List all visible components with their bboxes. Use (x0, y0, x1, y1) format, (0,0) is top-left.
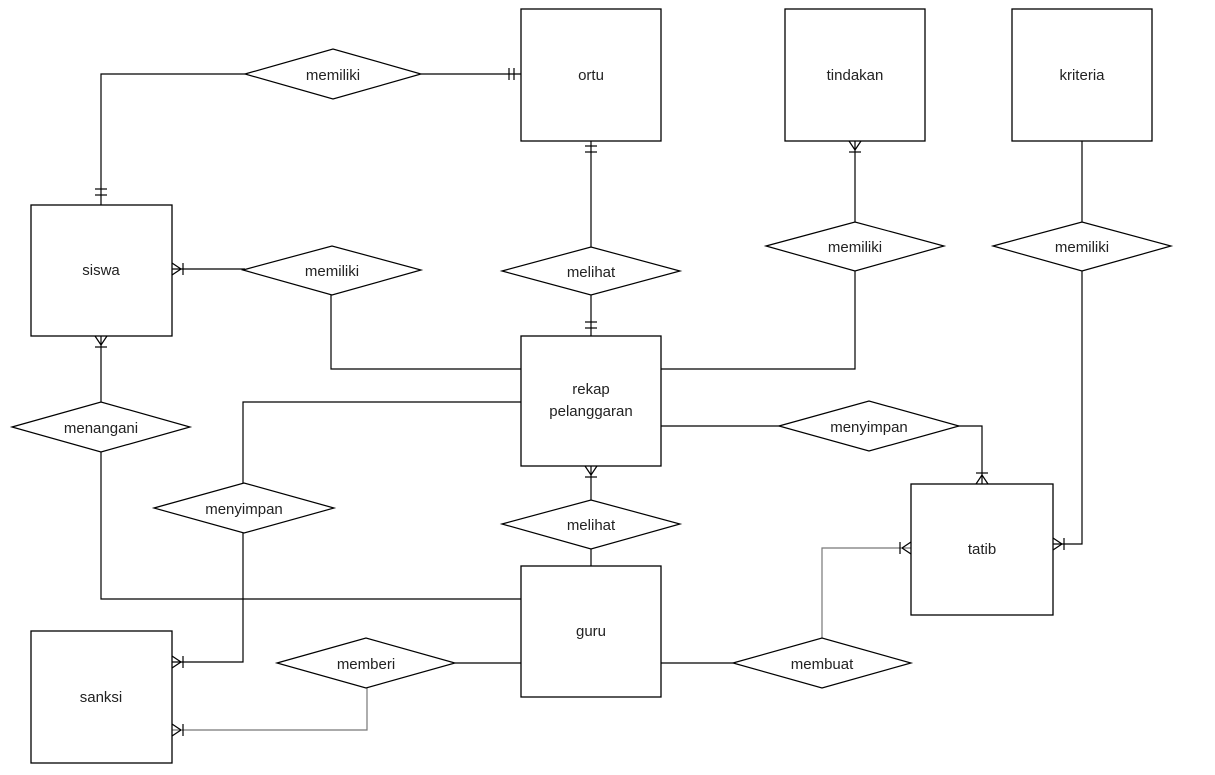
relationship-kriteria-tatib[interactable]: memiliki (990, 221, 1174, 272)
relationship-ortu-rekap-label: melihat (567, 264, 616, 281)
relationship-siswa-ortu-label: memiliki (306, 67, 360, 84)
line-siswa-memiliki-top (100, 73, 245, 205)
many-marker-sanksi-top (171, 655, 184, 669)
many-marker-tindakan (848, 140, 862, 153)
relationship-tindakan-rekap[interactable]: memiliki (763, 221, 947, 272)
entity-siswa[interactable]: siswa (30, 204, 173, 337)
relationship-tindakan-rekap-label: memiliki (828, 239, 882, 256)
relationship-rekap-tatib-label: menyimpan (830, 419, 908, 436)
relationship-siswa-guru[interactable]: menangani (9, 401, 193, 453)
entity-sanksi-label: sanksi (80, 689, 123, 706)
line-rekap-menyimpan-left (242, 401, 521, 483)
entity-tindakan[interactable]: tindakan (784, 8, 926, 142)
relationship-siswa-guru-label: menangani (64, 420, 138, 437)
line-memiliki-tatib (1053, 271, 1083, 545)
relationship-guru-tatib[interactable]: membuat (730, 637, 914, 689)
line-menyimpan-sanksi (172, 533, 244, 663)
line-memiliki-rekap-right (661, 271, 856, 370)
many-marker-tatib-top (975, 472, 989, 485)
entity-ortu[interactable]: ortu (520, 8, 662, 142)
entity-ortu-label: ortu (578, 67, 604, 84)
entity-tindakan-label: tindakan (827, 67, 884, 84)
one-marker-rekap-top (585, 321, 597, 329)
entity-tatib[interactable]: tatib (910, 483, 1054, 616)
entity-siswa-label: siswa (82, 262, 120, 279)
one-marker-ortu-bottom (585, 145, 597, 153)
entity-sanksi[interactable]: sanksi (30, 630, 173, 764)
entity-rekap-label-line2: pelanggaran (549, 403, 632, 420)
line-membuat-tatib (821, 547, 911, 638)
relationship-ortu-rekap[interactable]: melihat (499, 246, 683, 296)
cardinality-markers (94, 68, 1065, 737)
many-marker-sanksi-bottom (171, 723, 184, 737)
many-marker-siswa-bottom (94, 335, 108, 348)
entity-rekap-label-line1: rekap (572, 381, 610, 398)
entity-kriteria[interactable]: kriteria (1011, 8, 1153, 142)
many-marker-rekap-bottom (584, 465, 598, 478)
relationship-rekap-sanksi-label: menyimpan (205, 501, 283, 518)
entity-guru[interactable]: guru (520, 565, 662, 698)
line-menangani-guru (100, 452, 521, 600)
one-marker-ortu-left (508, 68, 515, 80)
relationship-rekap-guru-label: melihat (567, 517, 616, 534)
entity-rekap-pelanggaran[interactable]: rekap pelanggaran (520, 335, 662, 467)
relationship-siswa-ortu[interactable]: memiliki (242, 48, 424, 100)
connector-lines (100, 73, 1083, 731)
many-marker-siswa-right (171, 262, 184, 276)
one-marker-siswa-top (95, 188, 107, 196)
line-menyimpan-tatib (958, 425, 983, 484)
relationship-rekap-tatib[interactable]: menyimpan (776, 400, 962, 452)
relationship-guru-sanksi-label: memberi (337, 656, 395, 673)
entity-tatib-label: tatib (968, 541, 996, 558)
relationship-kriteria-tatib-label: memiliki (1055, 239, 1109, 256)
entity-kriteria-label: kriteria (1059, 67, 1105, 84)
relationship-siswa-rekap[interactable]: memiliki (240, 245, 424, 296)
relationship-guru-tatib-label: membuat (791, 656, 854, 673)
entity-guru-label: guru (576, 623, 606, 640)
many-marker-tatib-left (899, 541, 912, 555)
many-marker-tatib-right (1052, 537, 1065, 551)
relationship-siswa-rekap-label: memiliki (305, 263, 359, 280)
line-memberi-sanksi (172, 688, 368, 731)
relationship-guru-sanksi[interactable]: memberi (274, 637, 458, 689)
relationship-rekap-guru[interactable]: melihat (499, 499, 683, 550)
line-memiliki-rekap-left (330, 295, 521, 370)
relationship-rekap-sanksi[interactable]: menyimpan (151, 482, 337, 534)
